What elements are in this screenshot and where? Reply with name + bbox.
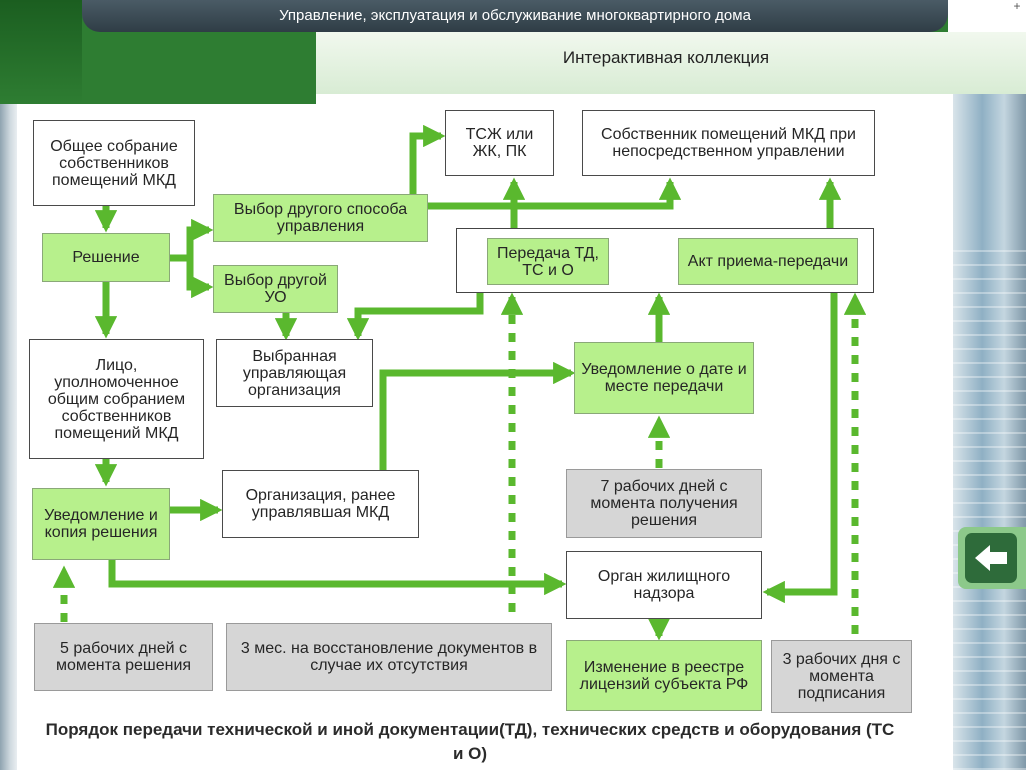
left-decor-image — [0, 104, 17, 770]
plus-icon[interactable]: + — [1013, 0, 1021, 13]
app-title: Управление, эксплуатация и обслуживание … — [82, 0, 948, 32]
node-decision[interactable]: Решение — [42, 233, 170, 282]
node-three-months[interactable]: 3 мес. на восстановление документов в сл… — [226, 623, 552, 691]
node-notice-copy[interactable]: Уведомление и копия решения — [32, 488, 170, 560]
node-authorized-person[interactable]: Лицо, уполномоченное общим собранием соб… — [29, 339, 204, 459]
node-transfer[interactable]: Передача ТД, ТС и О — [487, 238, 609, 285]
top-right-area — [948, 0, 1026, 32]
node-tszh[interactable]: ТСЖ или ЖК, ПК — [445, 110, 554, 176]
back-button-inner[interactable] — [965, 533, 1017, 583]
node-chosen-org[interactable]: Выбранная управляющая организация — [216, 339, 373, 407]
arrow-left-icon — [975, 545, 1007, 571]
node-owner-direct[interactable]: Собственник помещений МКД при непосредст… — [582, 110, 875, 176]
node-five-days[interactable]: 5 рабочих дней с момента решения — [34, 623, 213, 691]
node-general-meeting[interactable]: Общее собрание собственников помещений М… — [33, 120, 195, 206]
node-prev-org[interactable]: Организация, ранее управлявшая МКД — [222, 470, 419, 538]
node-seven-days[interactable]: 7 рабочих дней с момента получения решен… — [566, 469, 762, 538]
back-button[interactable] — [958, 527, 1026, 589]
top-band-corner — [0, 0, 82, 104]
subheader-gap — [316, 94, 1026, 104]
diagram-caption: Порядок передачи технической и иной доку… — [45, 720, 895, 763]
node-act[interactable]: Акт приема-передачи — [678, 238, 858, 285]
node-choose-other-uo[interactable]: Выбор другой УО — [213, 265, 338, 313]
node-inspection[interactable]: Орган жилищного надзора — [566, 551, 762, 619]
node-registry-change[interactable]: Изменение в реестре лицензий субъекта РФ — [566, 640, 762, 711]
node-three-days[interactable]: 3 рабочих дня с момента подписания — [771, 640, 912, 713]
right-decor-image — [953, 94, 1026, 770]
node-choose-other-method[interactable]: Выбор другого способа управления — [213, 194, 428, 242]
page-subtitle: Интерактивная коллекция — [316, 32, 1026, 94]
right-decor-stripes — [953, 240, 1026, 770]
node-notice-date[interactable]: Уведомление о дате и месте передачи — [574, 342, 754, 414]
